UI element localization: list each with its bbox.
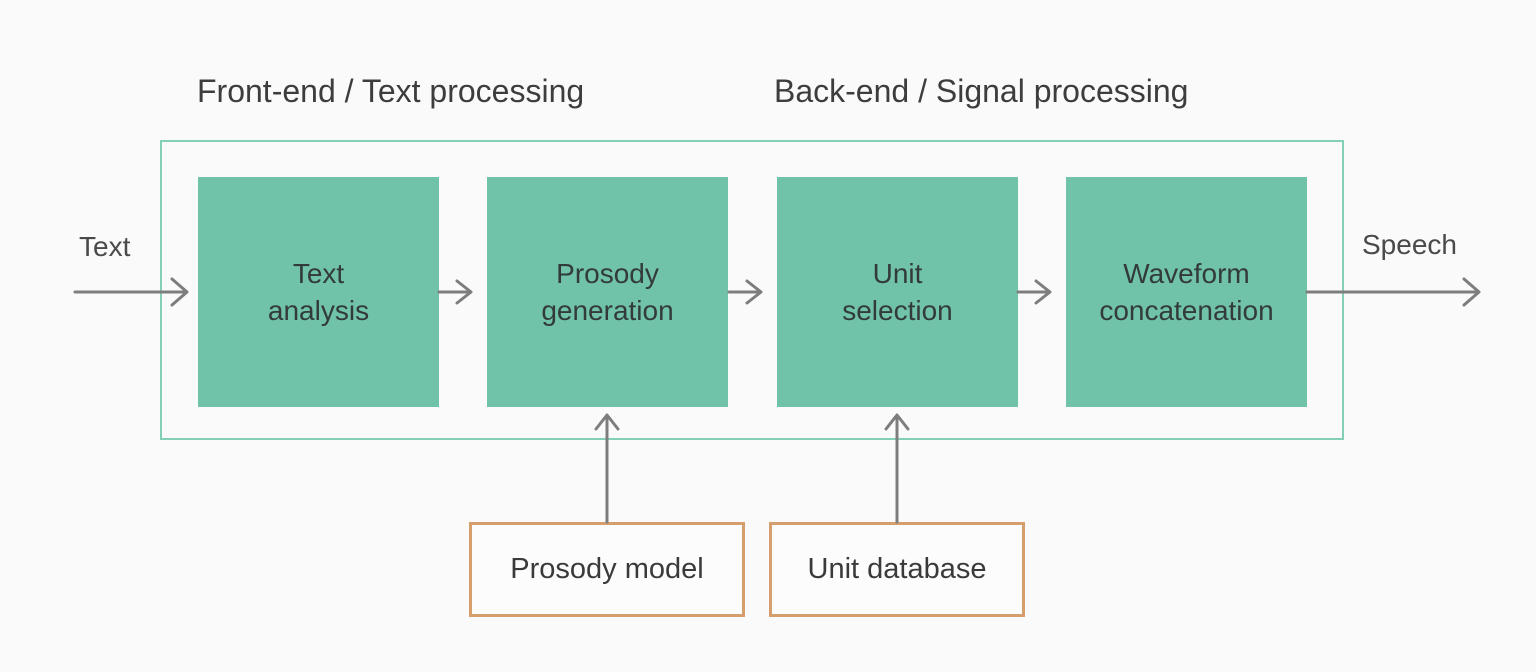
stage-label-line: Waveform bbox=[1123, 258, 1250, 289]
stage-label-line: generation bbox=[541, 295, 674, 326]
resource-prosody-model: Prosody model bbox=[469, 522, 745, 617]
stage-label-line: Text bbox=[292, 258, 345, 289]
stage-unit-selection: Unit selection bbox=[777, 177, 1018, 407]
resource-unit-database: Unit database bbox=[769, 522, 1025, 617]
stage-label-line: concatenation bbox=[1099, 295, 1274, 326]
stage-label-line: Unit bbox=[872, 258, 923, 289]
stage-text-analysis: Text analysis bbox=[198, 177, 439, 407]
backend-section-heading: Back-end / Signal processing bbox=[774, 73, 1189, 109]
stage-label-line: analysis bbox=[267, 295, 370, 326]
stage-label-line: Prosody bbox=[556, 258, 659, 289]
output-label-speech: Speech bbox=[1362, 229, 1457, 260]
stage-waveform-concatenation: Waveform concatenation bbox=[1066, 177, 1307, 407]
frontend-section-heading: Front-end / Text processing bbox=[197, 73, 585, 109]
resource-label: Prosody model bbox=[510, 553, 704, 585]
stage-prosody-generation: Prosody generation bbox=[487, 177, 728, 407]
resource-label: Unit database bbox=[807, 553, 987, 585]
stage-label-line: selection bbox=[842, 295, 953, 326]
pipeline-container-box bbox=[160, 140, 1344, 440]
input-label-text: Text bbox=[79, 231, 131, 262]
